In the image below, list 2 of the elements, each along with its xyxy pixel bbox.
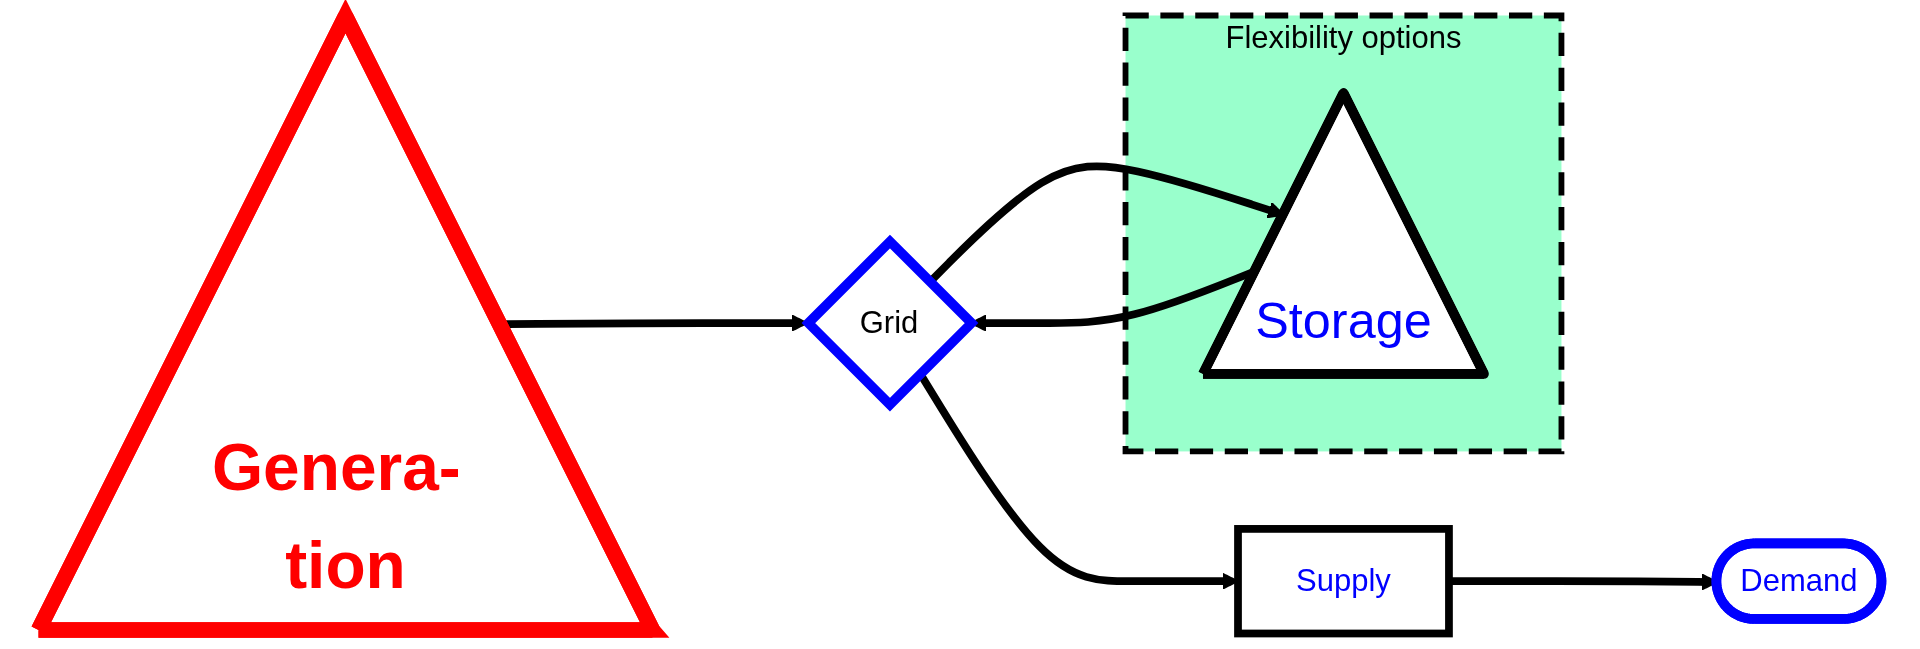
node-diamond: Grid <box>801 234 979 412</box>
node-box: Supply <box>1234 525 1453 638</box>
